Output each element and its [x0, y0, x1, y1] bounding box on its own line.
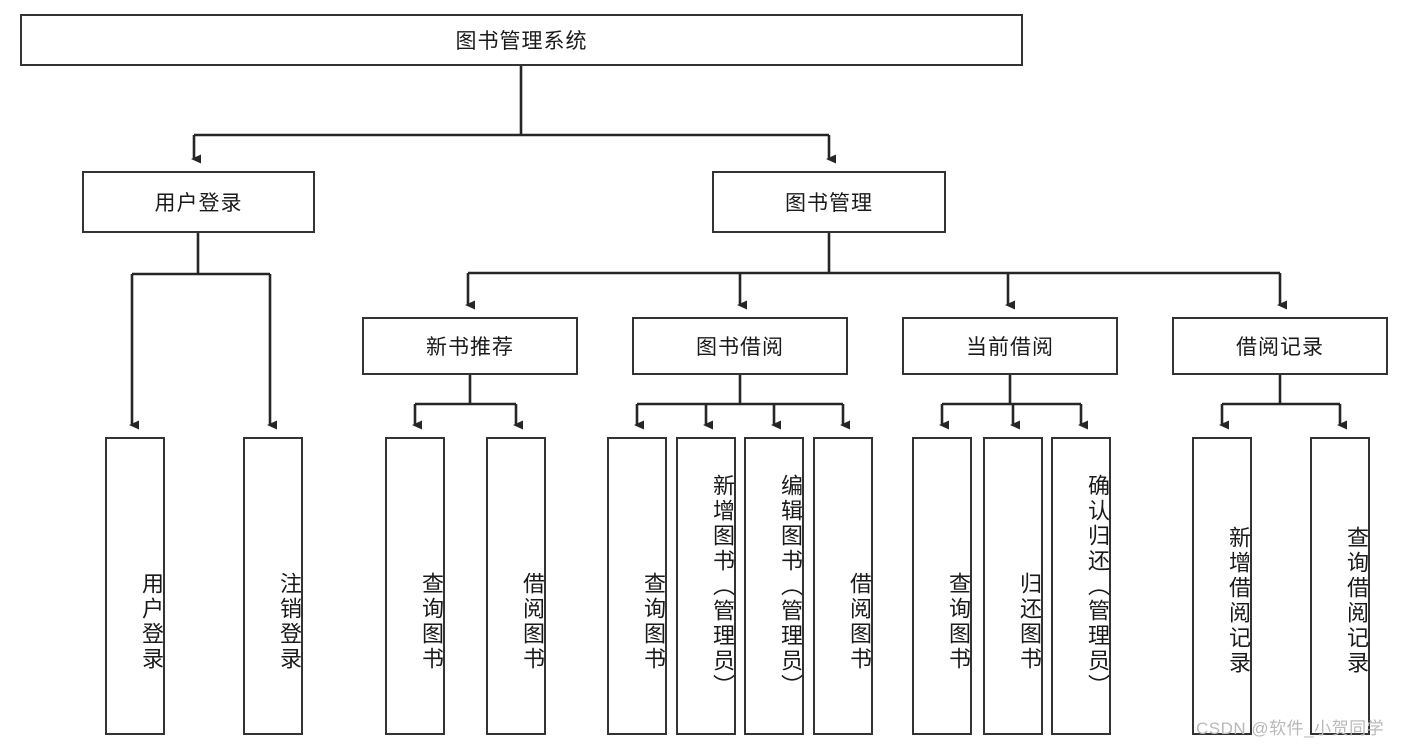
node-leaf-query-book-borrow-label: 查询图书 [641, 572, 666, 672]
node-book-manage-label: 图书管理 [785, 192, 873, 215]
node-leaf-borrow-book-label: 借阅图书 [847, 572, 872, 672]
node-leaf-return-book[interactable]: 归还图书 [983, 437, 1043, 735]
node-leaf-return-book-label: 归还图书 [1017, 572, 1042, 672]
node-root-system[interactable]: 图书管理系统 [20, 14, 1023, 66]
node-leaf-add-book-label: 新增图书（管理员） [710, 473, 735, 699]
node-leaf-edit-book[interactable]: 编辑图书（管理员） [744, 437, 804, 735]
node-leaf-query-book-current[interactable]: 查询图书 [912, 437, 972, 735]
node-leaf-query-book-recommend-label: 查询图书 [419, 572, 444, 672]
node-current-borrow[interactable]: 当前借阅 [902, 317, 1118, 375]
node-borrow-record[interactable]: 借阅记录 [1172, 317, 1388, 375]
node-leaf-query-book-borrow[interactable]: 查询图书 [607, 437, 667, 735]
node-leaf-confirm-return-label: 确认归还（管理员） [1085, 473, 1110, 699]
node-leaf-borrow-book-recommend-label: 借阅图书 [520, 572, 545, 672]
node-new-book-recommend[interactable]: 新书推荐 [362, 317, 578, 375]
node-leaf-add-borrow-record-label: 新增借阅记录 [1226, 526, 1251, 676]
node-leaf-confirm-return[interactable]: 确认归还（管理员） [1051, 437, 1111, 735]
node-current-borrow-label: 当前借阅 [966, 336, 1054, 359]
node-leaf-add-borrow-record[interactable]: 新增借阅记录 [1192, 437, 1252, 735]
node-leaf-add-book[interactable]: 新增图书（管理员） [676, 437, 736, 735]
node-new-book-recommend-label: 新书推荐 [426, 336, 514, 359]
node-leaf-user-login-label: 用户登录 [139, 572, 164, 672]
node-book-manage[interactable]: 图书管理 [712, 171, 946, 233]
node-leaf-logout-login[interactable]: 注销登录 [243, 437, 303, 735]
node-user-login[interactable]: 用户登录 [82, 171, 315, 233]
node-leaf-logout-login-label: 注销登录 [277, 572, 302, 672]
csdn-watermark: CSDN @软件_小贺同学 [1196, 719, 1385, 738]
node-root-system-label: 图书管理系统 [455, 30, 588, 53]
node-book-borrow-label: 图书借阅 [696, 336, 784, 359]
node-leaf-query-borrow-record-label: 查询借阅记录 [1344, 526, 1369, 676]
node-leaf-query-book-recommend[interactable]: 查询图书 [385, 437, 445, 735]
node-leaf-query-book-current-label: 查询图书 [946, 572, 971, 672]
node-leaf-borrow-book[interactable]: 借阅图书 [813, 437, 873, 735]
node-book-borrow[interactable]: 图书借阅 [632, 317, 848, 375]
node-borrow-record-label: 借阅记录 [1236, 336, 1324, 359]
node-leaf-user-login[interactable]: 用户登录 [105, 437, 165, 735]
node-leaf-edit-book-label: 编辑图书（管理员） [778, 473, 803, 699]
node-leaf-query-borrow-record[interactable]: 查询借阅记录 [1310, 437, 1370, 735]
node-leaf-borrow-book-recommend[interactable]: 借阅图书 [486, 437, 546, 735]
node-user-login-label: 用户登录 [154, 192, 243, 215]
